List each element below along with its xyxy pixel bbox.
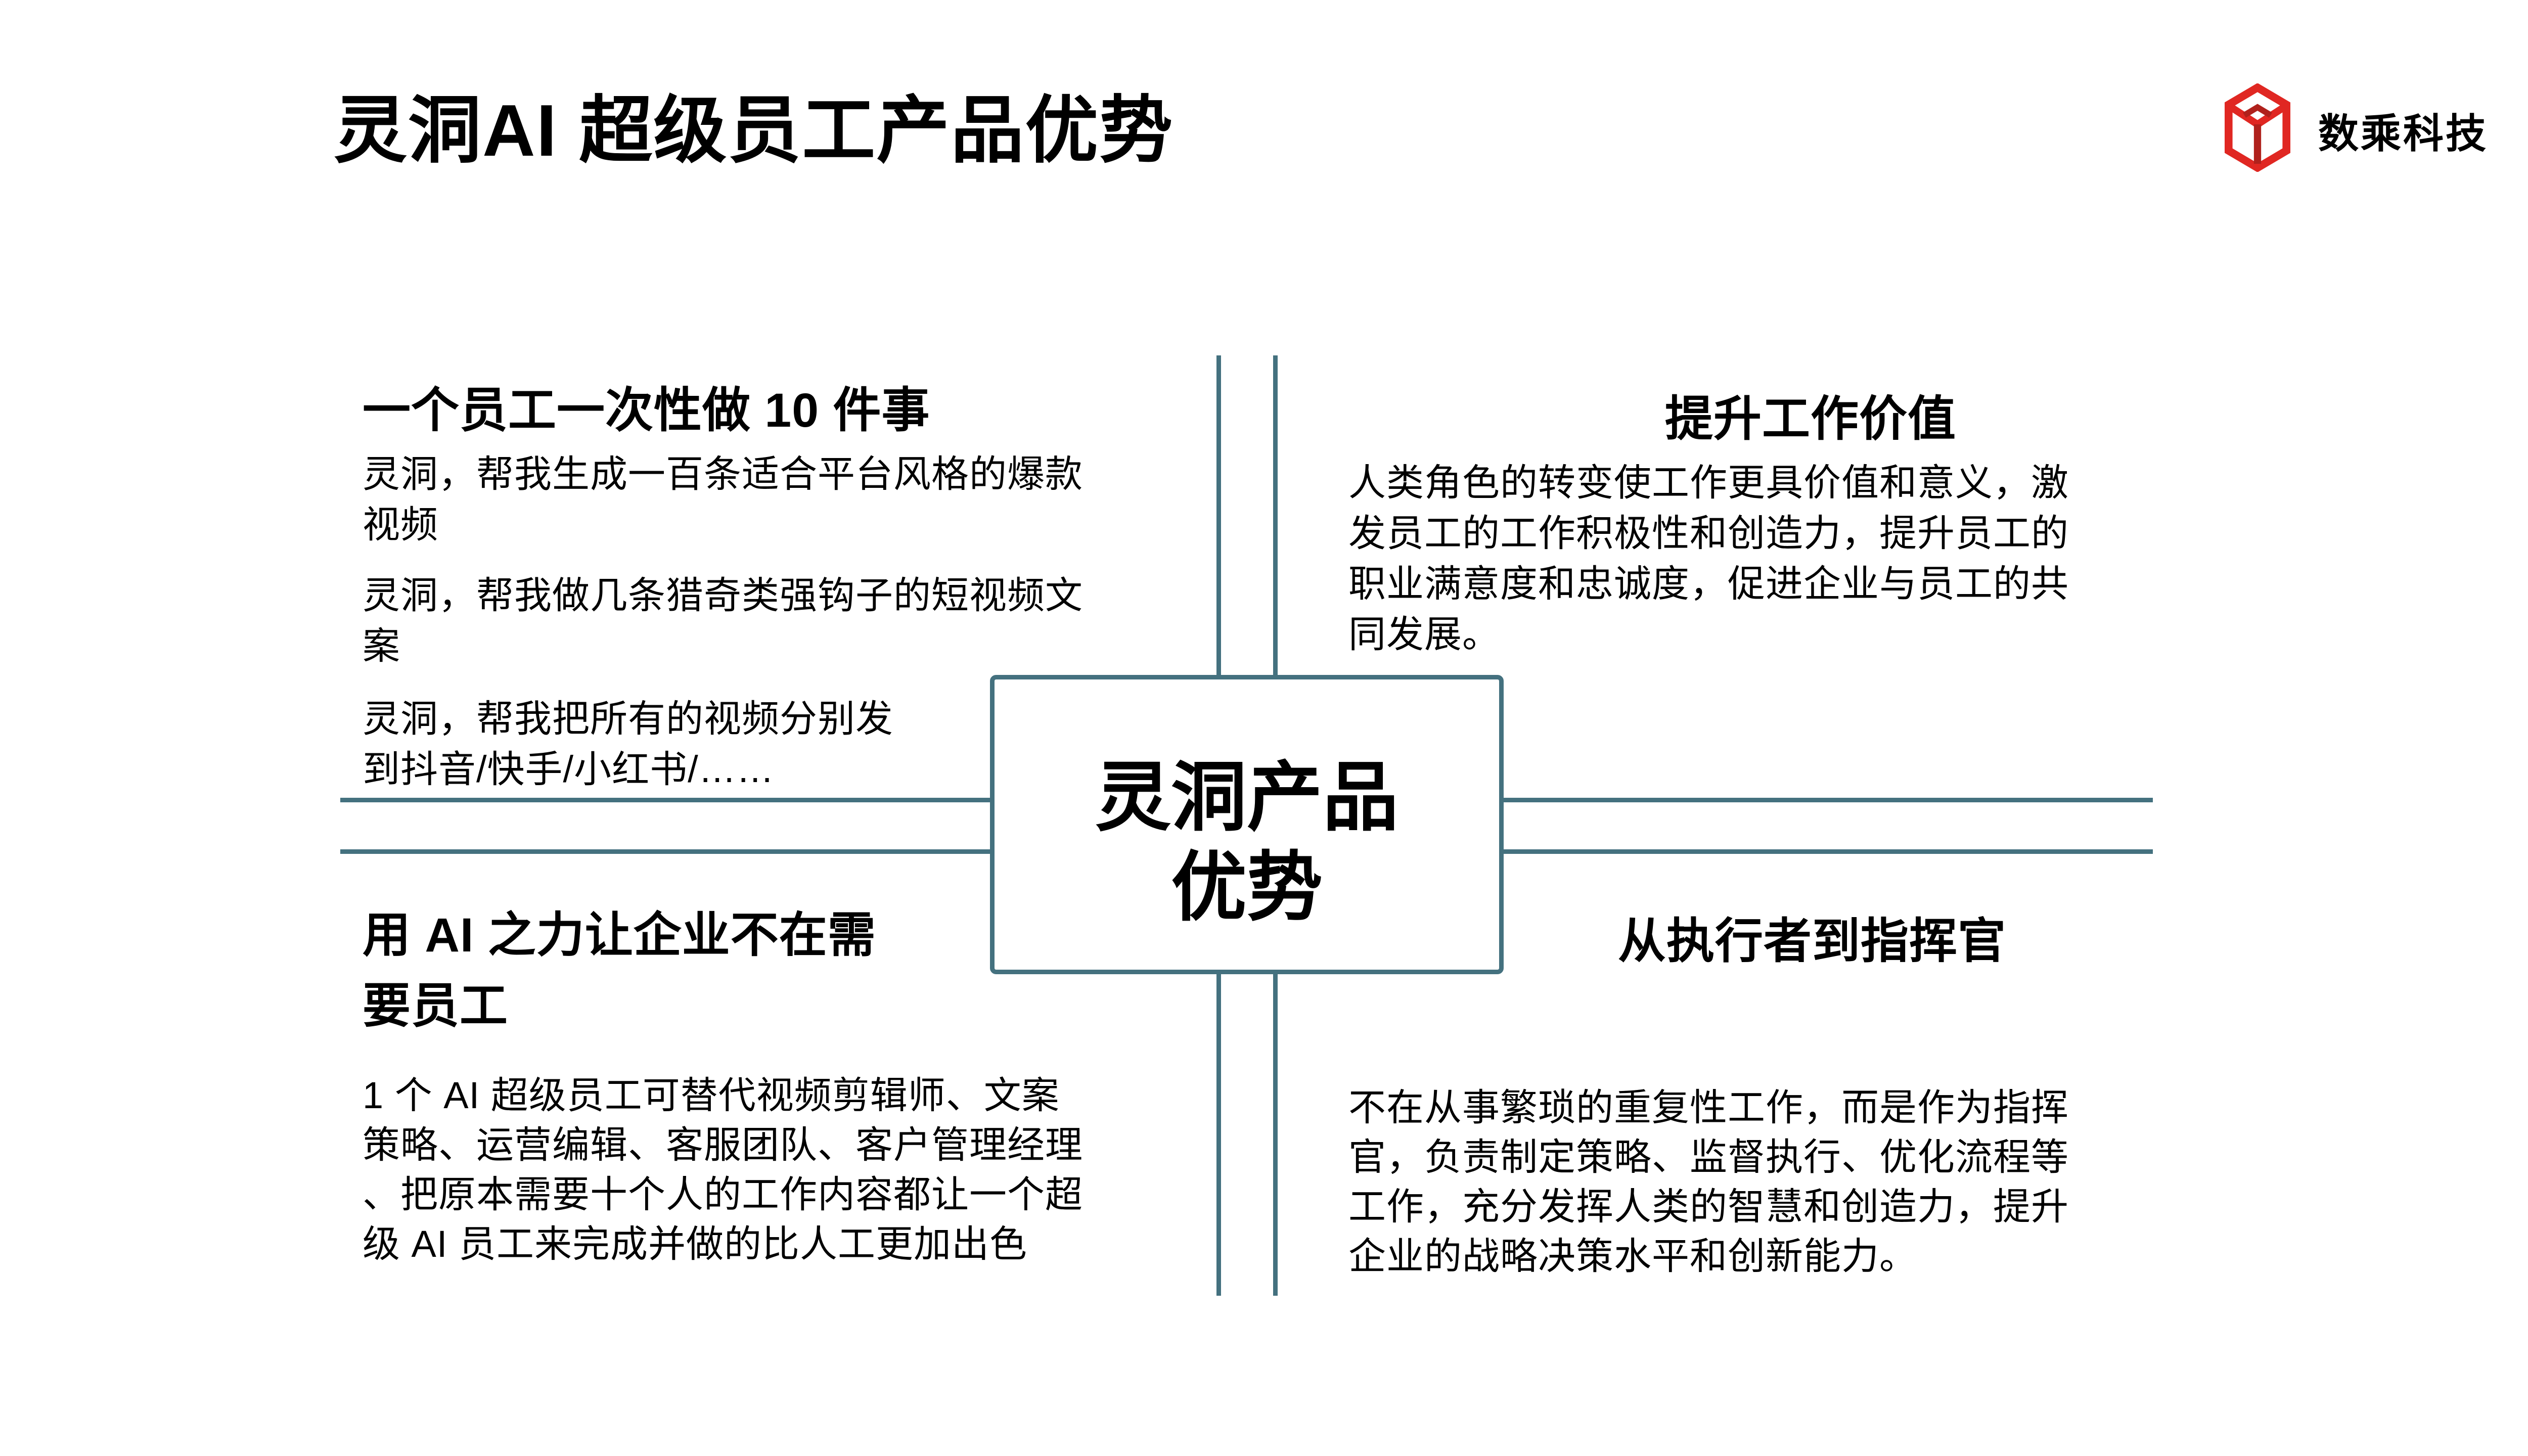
quadrant-bottom-right-title: 从执行者到指挥官: [1618, 915, 2007, 968]
quadrant-top-left-item: 灵洞，帮我生成一百条适合平台风格的爆款 视频: [363, 453, 1083, 545]
quadrant-top-left-item: 灵洞，帮我做几条猎奇类强钩子的短视频文 案: [363, 574, 1083, 667]
brand-lockup: 数乘科技: [2220, 81, 2528, 172]
quadrant-top-right-title: 提升工作价值: [1665, 392, 1957, 446]
quadrant-top-right-body: 人类角色的转变使工作更具价值和意义，激 发员工的工作积极性和创造力，提升员工的 …: [1348, 462, 2069, 655]
quadrant-bottom-right-body: 不在从事繁琐的重复性工作，而是作为指挥 官，负责制定策略、监督执行、优化流程等 …: [1348, 1086, 2069, 1277]
brand-name: 数乘科技: [2318, 111, 2488, 156]
quadrant-top-left-item: 灵洞，帮我把所有的视频分别发 到抖音/快手/小红书/……: [363, 698, 893, 790]
hex-cube-logo-icon: [2225, 83, 2290, 174]
center-node-label: 灵洞产品 优势: [1095, 755, 1398, 930]
page-title: 灵洞AI 超级员工产品优势: [334, 89, 1174, 171]
center-node: 灵洞产品 优势: [990, 675, 1504, 974]
quadrant-top-left-title: 一个员工一次性做 10 件事: [363, 384, 930, 437]
quadrant-bottom-left-title: 用 AI 之力让企业不在需 要员工: [363, 908, 876, 1033]
quadrant-bottom-left-body: 1 个 AI 超级员工可替代视频剪辑师、文案 策略、运营编辑、客服团队、客户管理…: [363, 1074, 1083, 1265]
